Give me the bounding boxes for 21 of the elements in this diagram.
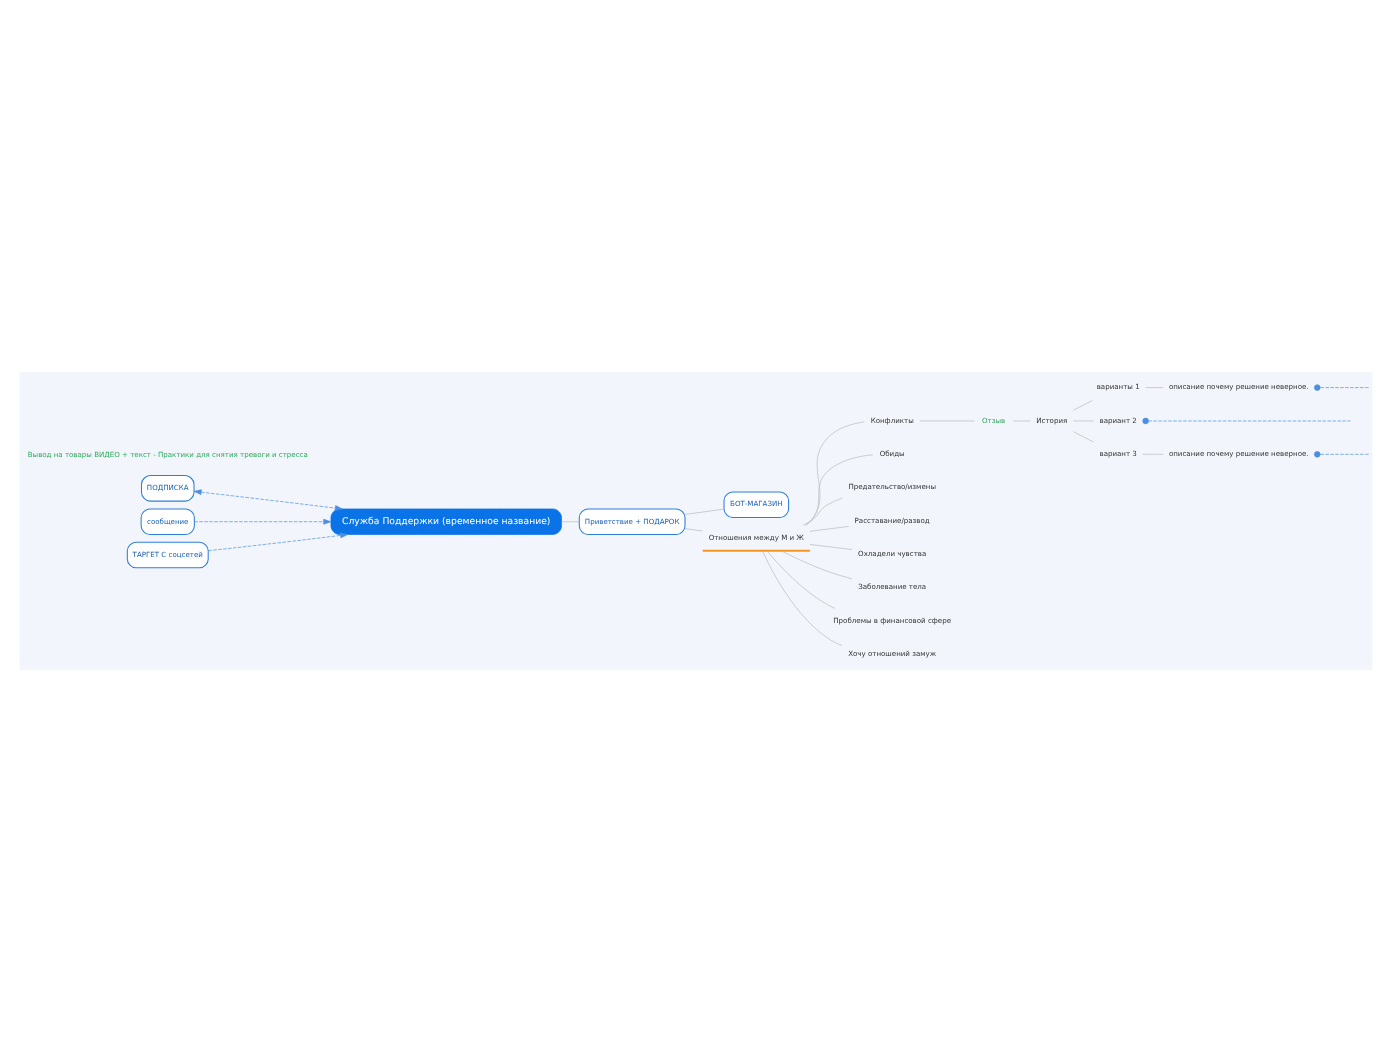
connector xyxy=(684,527,703,531)
connector xyxy=(1319,452,1370,454)
connector xyxy=(805,453,874,525)
connector xyxy=(1319,386,1370,387)
connector xyxy=(781,549,853,579)
arrow xyxy=(208,531,348,551)
connector xyxy=(1142,452,1164,454)
connector xyxy=(561,520,580,522)
connector xyxy=(1145,386,1164,387)
connector xyxy=(809,525,850,531)
connector xyxy=(805,420,865,525)
connector xyxy=(1072,399,1093,410)
arrow xyxy=(193,488,343,510)
arrow xyxy=(194,517,332,524)
connector xyxy=(684,507,725,514)
connector xyxy=(802,496,843,525)
connector xyxy=(766,549,836,608)
connector xyxy=(1072,430,1094,442)
connector xyxy=(809,543,853,549)
connector xyxy=(762,549,843,645)
connector xyxy=(1148,419,1351,421)
